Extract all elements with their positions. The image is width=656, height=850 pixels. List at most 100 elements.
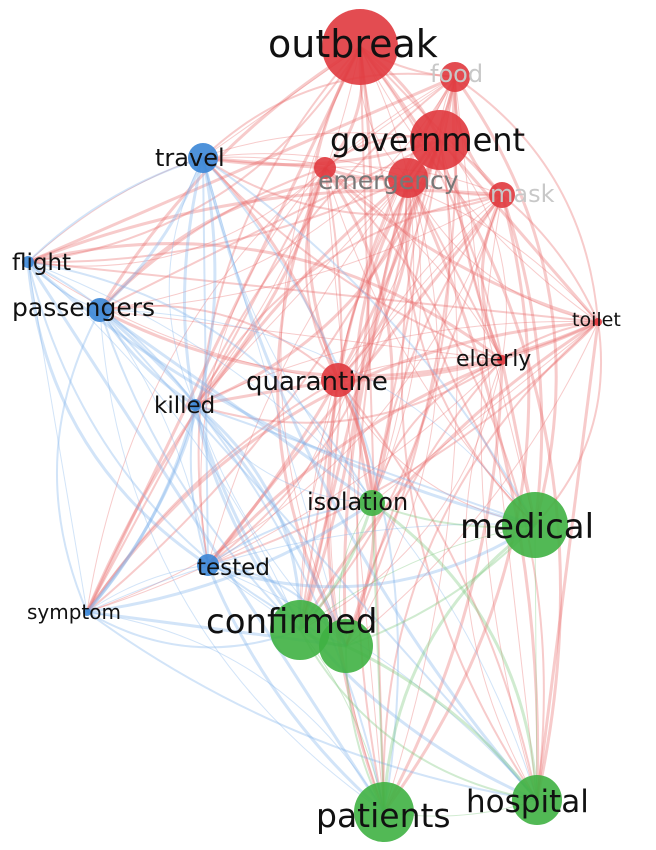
node-travel [188, 143, 218, 173]
edge-emergency-quarantine [336, 177, 412, 382]
edge-passengers-tested [99, 309, 209, 566]
edge-elderly-hospital [464, 359, 538, 801]
label-tested: tested [197, 555, 270, 581]
edge-passengers-isolation [99, 308, 373, 505]
edge-food-hospital [454, 76, 538, 801]
edge-toilet-symptom [85, 320, 599, 613]
label-patients: patients [316, 796, 451, 835]
edge-medical-confirmed [299, 524, 536, 631]
edge-elderly-travel [202, 157, 503, 361]
edge-em2-isolation [323, 167, 394, 504]
edge-medical-hospital [534, 524, 538, 801]
edge-medical-patients [382, 523, 536, 813]
edge-symptom-medical [86, 523, 536, 613]
edge-passengers-symptom [56, 309, 101, 613]
node-confirmed-satellite [319, 619, 373, 673]
edge-travel-isolation [202, 157, 373, 504]
edge-government-symptom [86, 139, 441, 613]
edge-flight-killed [27, 261, 196, 406]
label-travel: travel [155, 144, 225, 172]
edge-passengers-killed [98, 309, 196, 407]
edge-flight-patients [26, 261, 386, 813]
edge-quarantine-passengers [99, 304, 339, 381]
edge-elderly-symptom [86, 359, 503, 613]
label-isolation: isolation [307, 488, 408, 516]
edge-outbreak-toilet [359, 46, 599, 323]
edge-tested-patients [206, 564, 385, 814]
edge-outbreak-confirmed2 [280, 46, 361, 647]
edge-mask-travel [202, 157, 503, 216]
edge-travel-symptom [85, 157, 217, 613]
edge-travel-confirmed2 [202, 157, 347, 647]
edge-travel-patients [202, 157, 400, 813]
edge-mask-elderly [480, 194, 504, 361]
label-quarantine: quarantine [246, 367, 388, 397]
edge-flight-isolation [27, 261, 373, 504]
edge-mask-medical [500, 194, 544, 526]
node-food [440, 62, 470, 92]
label-hospital: hospital [466, 784, 589, 820]
edge-layer [26, 45, 603, 817]
edge-quarantine-tested [207, 379, 339, 566]
edge-elderly-confirmed2 [345, 359, 503, 647]
edge-emergency-medical [404, 177, 536, 526]
edge-quarantine-patients [329, 379, 385, 813]
edge-government-medical [439, 139, 536, 526]
edge-em2-toilet [323, 166, 599, 324]
edge-food-travel [202, 72, 456, 159]
edge-emergency-hospital [406, 177, 540, 801]
edge-emergency-flight [27, 177, 409, 264]
label-mask: mask [490, 180, 555, 208]
node-killed [189, 399, 201, 411]
node-symptom [83, 608, 91, 616]
edge-tested-hospital [207, 564, 538, 801]
edge-passengers-confirmed2 [99, 308, 348, 647]
edge-outbreak-quarantine [306, 46, 362, 381]
edge-elderly-flight [27, 242, 503, 362]
edge-outbreak-tested [197, 46, 361, 566]
edge-government-confirmed [299, 139, 451, 631]
edge-emergency-tested [207, 177, 409, 566]
label-layer: outbreak food government emergency mask … [12, 22, 621, 835]
edge-mask-confirmed2 [345, 194, 503, 647]
edge-symptom-hospital [86, 611, 538, 801]
node-mask [489, 182, 515, 208]
edge-passengers-patients [99, 309, 385, 813]
label-food: food [430, 60, 483, 88]
label-passengers: passengers [12, 293, 155, 322]
label-toilet: toilet [572, 309, 621, 331]
node-tested [197, 554, 219, 576]
edge-elderly-isolation [371, 359, 503, 504]
node-outbreak [322, 9, 398, 85]
edge-emergency-elderly [407, 177, 503, 361]
edge-government-toilet [438, 139, 600, 323]
edge-government-hospital [400, 139, 538, 801]
node-emergency-satellite [314, 157, 336, 179]
edge-killed-tested [189, 404, 209, 566]
edge-elderly-tested [206, 358, 503, 566]
edge-killed-symptom [85, 404, 197, 613]
edge-quarantine-confirmed [299, 379, 339, 631]
edge-emergency-passengers [98, 176, 409, 311]
edge-tested-medical [207, 523, 536, 589]
edge-government-flight [27, 132, 441, 263]
label-confirmed: confirmed [206, 602, 377, 642]
edge-emergency-toilet [407, 177, 599, 323]
edge-emergency-patients [356, 177, 409, 813]
node-quarantine [321, 363, 355, 397]
edge-government-confirmed2 [342, 139, 442, 647]
edge-elderly-patients [382, 359, 504, 813]
edge-outbreak-elderly [359, 46, 503, 361]
edge-quarantine-medical [337, 379, 536, 526]
edge-passengers-hospital [99, 309, 538, 801]
edge-food-toilet [454, 76, 599, 323]
edge-mask-killed [194, 194, 503, 406]
edge-emergency-symptom [85, 176, 409, 613]
edge-food-medical [453, 76, 558, 526]
edge-toilet-patients [382, 321, 599, 813]
edge-isolation-hospital [371, 501, 539, 801]
edge-em2-tested [200, 167, 326, 566]
edge-food-em2 [324, 76, 456, 169]
edge-toilet-confirmed [298, 320, 599, 631]
edge-mask-flight [27, 188, 503, 264]
